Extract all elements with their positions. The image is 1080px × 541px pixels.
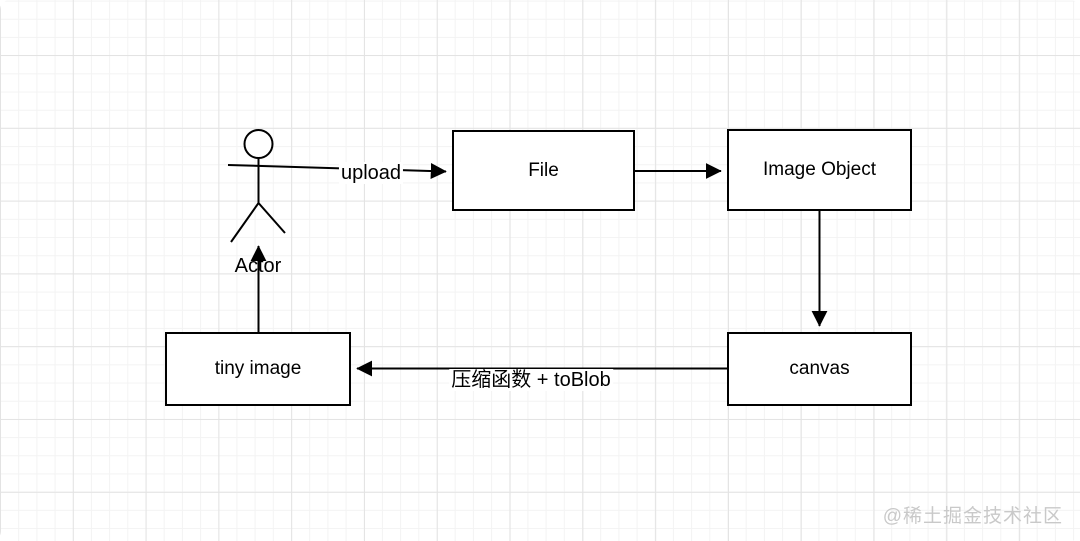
node-canvas-label: canvas	[789, 358, 850, 379]
edge-label-upload: upload	[338, 162, 404, 184]
node-canvas: canvas	[727, 332, 912, 406]
node-file-label: File	[528, 159, 559, 181]
node-file: File	[452, 130, 635, 211]
node-image-object: Image Object	[727, 129, 912, 211]
actor-stick-figure-icon	[230, 129, 286, 243]
node-tiny-image-label: tiny image	[214, 358, 302, 379]
edge-upload-arrow	[227, 163, 447, 180]
actor-label: Actor	[234, 255, 282, 277]
watermark-text: @稀土掘金技术社区	[882, 506, 1063, 527]
actor-head	[243, 129, 274, 159]
node-image-object-label: Image Object	[763, 159, 876, 180]
node-tiny-image: tiny image	[165, 332, 351, 406]
edge-label-compress-toblob: 压缩函数 + toBlob	[449, 369, 613, 391]
actor-legs	[230, 201, 286, 243]
